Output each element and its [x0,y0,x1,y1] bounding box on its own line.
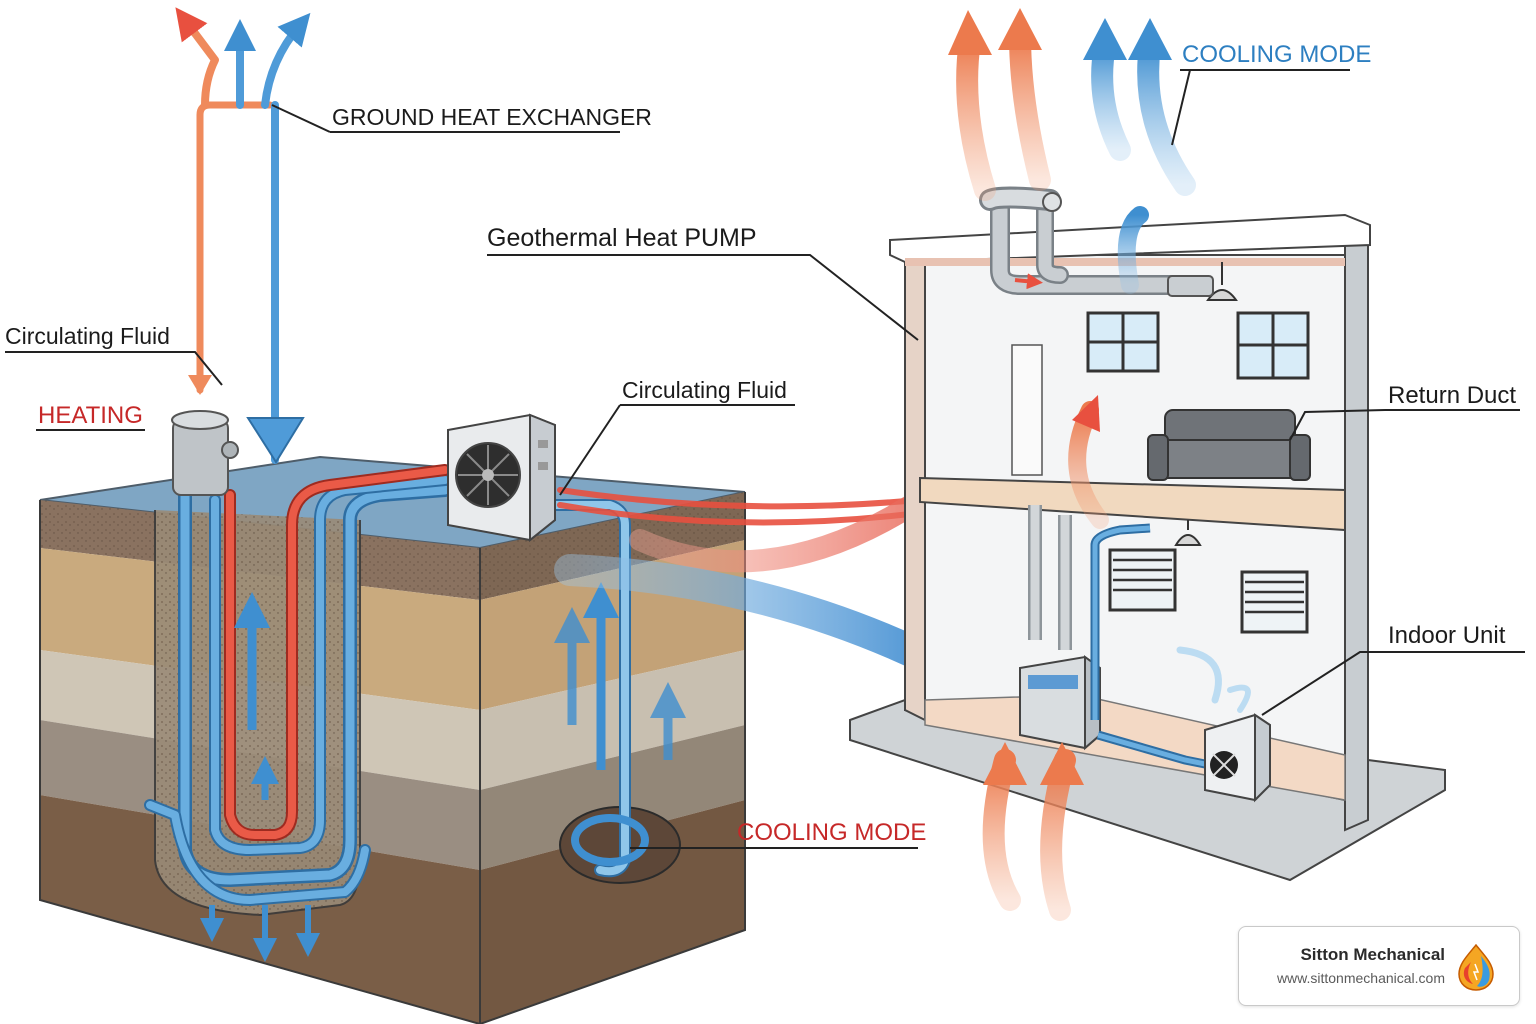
label-return-duct: Return Duct [1388,382,1516,409]
window-icon [1108,548,1177,612]
ground-flow-arrows [200,582,686,962]
ceiling-lamp-icon [1174,520,1202,546]
ground-loop-pipes [144,464,649,906]
up-arrowhead-blue [1083,18,1127,60]
label-circulating-fluid-left: Circulating Fluid [5,323,170,349]
down-arrow-orange [188,375,212,395]
up-arrowhead-orange [983,742,1027,785]
supply-pipes [175,7,311,464]
leader-lines [5,69,1525,849]
label-heating: HEATING [38,402,143,429]
ground-block [39,455,746,1024]
window-icon [1236,311,1310,380]
label-ground-heat-exchanger: GROUND HEAT EXCHANGER [332,104,652,130]
label-cooling-mode-top: COOLING MODE [1182,41,1371,68]
indoor-control-box [1019,655,1101,751]
brand-url: www.sittonmechanical.com [1276,970,1445,986]
indoor-unit [1204,713,1271,803]
down-arrow-blue [246,417,305,464]
label-cooling-mode-bottom: COOLING MODE [737,819,926,846]
brand-card: Sitton Mechanical www.sittonmechanical.c… [1238,926,1520,1006]
sofa-icon [1147,409,1311,481]
flame-droplet-logo-icon [1458,943,1494,991]
window-icon [1240,570,1309,634]
label-circulating-fluid-center: Circulating Fluid [622,377,787,403]
label-geothermal-heat-pump: Geothermal Heat PUMP [487,224,757,252]
outdoor-heat-pump-unit [447,413,556,543]
air-flow-arrows [956,24,1196,921]
up-arrowhead-red [1072,395,1100,432]
window-icon [1086,311,1160,373]
label-indoor-unit: Indoor Unit [1388,622,1506,649]
up-arrowhead-orange [998,8,1042,50]
wellhead-cap [171,410,239,496]
house-cutaway [849,186,1446,882]
up-arrowhead-orange [948,10,992,55]
up-arrowhead-blue [1128,18,1172,60]
up-arrowhead-orange [1040,742,1084,785]
brand-name: Sitton Mechanical [1300,945,1445,964]
